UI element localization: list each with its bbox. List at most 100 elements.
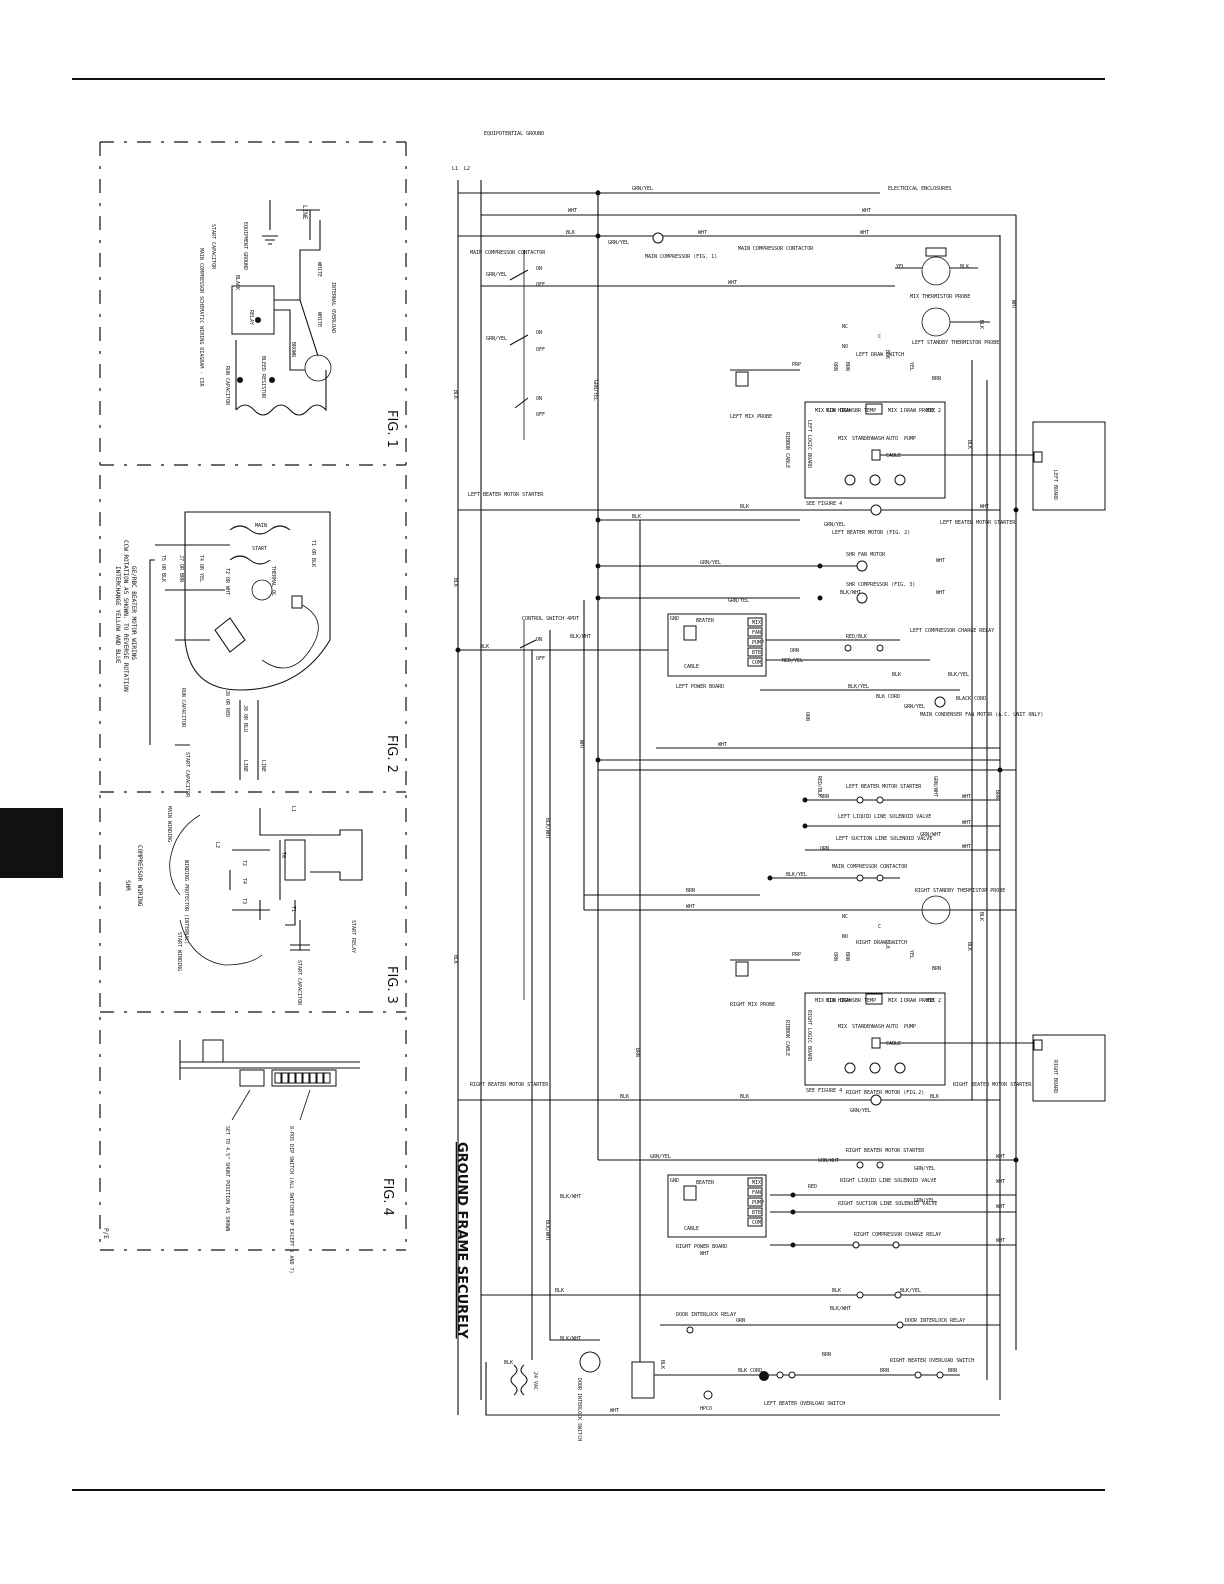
fig2-main: MAIN [255, 523, 267, 529]
fig2-t4: T4 OR YEL [198, 555, 204, 582]
fig3-l1: L1 [290, 806, 296, 812]
fig3-title1: COMPRESSOR WIRING [136, 845, 143, 907]
w-blk-v3: BLK [452, 955, 458, 964]
rpb-row-0: MIX [752, 1180, 761, 1186]
rb-pin-2: DRAW [840, 998, 853, 1004]
c-c-1: C [878, 334, 881, 340]
rb-pin-6: MIX 2 [926, 998, 941, 1004]
w-blk-v8: BLK [978, 320, 984, 329]
w-wht-6: WHT [962, 794, 971, 800]
relay-box [231, 285, 275, 335]
rb-pin-1: MIX HIGH [826, 998, 850, 1004]
w-blk-8: BLK [930, 1094, 939, 1100]
w-brn-4: BRN [822, 1352, 831, 1358]
off1: OFF [536, 282, 545, 288]
door-relay2-label: DOOR INTERLOCK RELAY [905, 1318, 965, 1324]
main-schematic: GROUND FRAME SECURELY EQUIPOTENTIAL GROU… [452, 131, 1106, 1441]
fig2-caption: FIG. 2 [384, 735, 399, 773]
w-blkwht-v2: BLK/WHT [544, 1220, 550, 1241]
bottom-rule [72, 1489, 1105, 1491]
lb-led-0: MIX [838, 436, 847, 442]
rpb-gnd: GND [670, 1178, 679, 1184]
fig2-t1: T1 OR BLK [310, 540, 316, 567]
w-blk-5: BLK [892, 672, 901, 678]
rb-pin-3: SBR TEMP [852, 998, 876, 1004]
lpb-row-4: COM [752, 660, 761, 666]
c-nc-2: NC [842, 914, 848, 920]
w-grnyel-2: GRN/YEL [608, 240, 629, 246]
left-standby-label: LEFT STANDBY THERMISTOR PROBE [912, 340, 999, 346]
w-brn-1: BRN [686, 888, 695, 894]
w-blkwht-4: BLK/WHT [560, 1336, 581, 1342]
left-liquid-label: LEFT LIQUID LINE SOLENOID VALVE [838, 814, 931, 820]
left-starter-coil-label: LEFT BEATER MOTOR STARTER [846, 784, 922, 790]
off3: OFF [536, 412, 545, 418]
w-grnwht-v1: GRN/WHT [932, 776, 938, 797]
fig1-white2: WHITE [316, 312, 322, 327]
rb-led-3: AUTO [886, 1024, 898, 1030]
w-blk-6: BLK [960, 264, 969, 270]
lb-pin-6: MIX 2 [926, 408, 941, 414]
right-standby-label: RIGHT STANDBY THERMISTOR PROBE [915, 888, 1005, 894]
w-wht-16: WHT [862, 208, 871, 214]
w-blk-v7: BLK [966, 942, 972, 951]
lb-led-1: STANDBY [852, 436, 873, 442]
rpb-row-1: FAN [752, 1190, 761, 1196]
fig1-bleed: BLEED RESISTOR [260, 356, 266, 399]
main-contactor-coil-label: MAIN COMPRESSOR CONTACTOR [832, 864, 908, 870]
left-overload-label: LEFT BEATER OVERLOAD SWITCH [764, 1401, 845, 1407]
w-brn-v4: BRN [844, 952, 850, 961]
rb-led-0: MIX [838, 1024, 847, 1030]
hpco-label: HPCO [700, 1406, 712, 1412]
right-beater-motor-label: RIGHT BEATER MOTOR (FIG.2) [846, 1090, 924, 1096]
w-org-v1: ORN [804, 712, 810, 721]
fig2-t5: T5 OR BLK [160, 555, 166, 582]
main-compressor-label: MAIN COMPRESSOR (FIG. 1) [645, 254, 717, 260]
w-blkyel-3: BLK/YEL [786, 872, 807, 878]
fig2-start-cap: START CAPACITOR [184, 752, 190, 798]
left-power-label: LEFT POWER BOARD [676, 684, 724, 690]
ribbon2-label: RIBBON CABLE [784, 1020, 790, 1056]
main-contactor2-label: MAIN COMPRESSOR CONTACTOR [738, 246, 814, 252]
fig2: FIG. 2 MAIN START THERMAL OL T1 OR BLK T… [114, 511, 399, 798]
w-blk-v9: BLK [978, 912, 984, 921]
compressor-motor-symbol [304, 354, 332, 382]
lb-pin-0: MIX LOW [815, 408, 837, 414]
w-redblk-v1: RED/BLK [816, 776, 822, 797]
fig2-start: START [252, 546, 267, 552]
fig1-white: WHITE [316, 262, 322, 277]
w-blk-10: BLK [555, 1288, 564, 1294]
on3: ON [536, 396, 542, 402]
lb-pin-3: SBR TEMP [852, 408, 876, 414]
fig3-t0: T0 [280, 852, 286, 858]
left-comp-relay-label: LEFT COMPRESSOR CHARGE RELAY [910, 628, 994, 634]
lb-pin-1: MIX HIGH [826, 408, 850, 414]
equipotential-label: EQUIPOTENTIAL GROUND [484, 131, 544, 137]
fig3-start-winding: START WINDING [176, 932, 182, 971]
w-brn-3: BRN [932, 966, 941, 972]
fig3-t4: T4 [241, 878, 247, 884]
w-wht-14: WHT [610, 1408, 619, 1414]
see-fig4a: SEE FIGURE 4 [806, 501, 842, 507]
w-blk-9: BLK [620, 1094, 629, 1100]
off4: OFF [536, 656, 545, 662]
w-grnyel-11: GRN/YEL [914, 1166, 935, 1172]
c-no-1: NO [842, 344, 848, 350]
fig1-ground: EQUIPMENT GROUND [242, 222, 248, 270]
fig3-t3: T3 [241, 898, 247, 904]
fig1: FIG. 1 LINE EQUIPMENT GROUND WHITE INTER… [198, 200, 399, 448]
fig1-title: MAIN COMPRESSOR SCHEMATIC WIRING DIAGRAM… [198, 248, 204, 387]
shr-fan-label: SHR FAN MOTOR [846, 552, 886, 558]
w-grnwht-1: GRN/WHT [920, 832, 941, 838]
lb-pin-5: DRAW PROBE [904, 408, 934, 414]
lb-led-4: PUMP [904, 436, 916, 442]
lpb-row-1: FAN [752, 630, 761, 636]
fig4-dip: 8-POS DIP SWITCH (ALL SWITCHES UP EXCEPT… [288, 1126, 294, 1274]
fig3-title2: SHR [124, 880, 131, 891]
w-blkyel-1: BLK/YEL [948, 672, 969, 678]
w-blkcord-1: BLK CORD [876, 694, 900, 700]
fig1-run-cap: RUN CAPACITOR [224, 366, 230, 406]
lpb-gnd: GND [670, 616, 679, 622]
rb-pin-0: MIX LOW [815, 998, 837, 1004]
w-grnwht-2: GRN/WHT [818, 1158, 839, 1164]
